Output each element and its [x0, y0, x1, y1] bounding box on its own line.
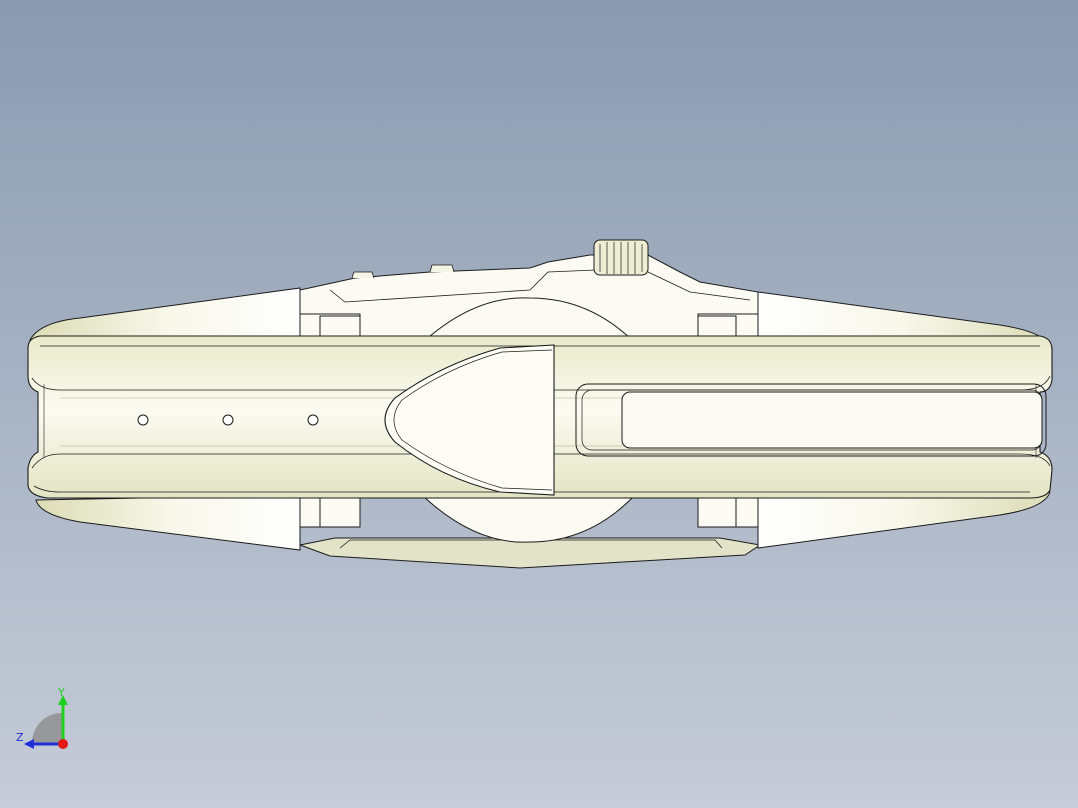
buckle-keeper: [384, 344, 555, 496]
strap-hole-1: [137, 414, 149, 426]
triad-plane-quadrant: [31, 712, 63, 744]
buckle-keeper-inner: [393, 349, 553, 491]
case-pusher-1: [351, 271, 375, 279]
strap-loop-upper: [29, 287, 301, 344]
x-axis-dot: [58, 739, 68, 749]
z-axis-label: Z: [16, 731, 24, 744]
case-pusher-2: [429, 264, 455, 273]
z-axis-arrow: [24, 739, 34, 749]
orientation-triad[interactable]: Y Z: [10, 685, 80, 755]
strap-hole-3: [307, 414, 319, 426]
strap-loop-lower: [35, 494, 301, 551]
strap-loop-lower-right: [757, 491, 1051, 549]
strap-hole-2: [222, 414, 234, 426]
case-upper-bevel: [329, 269, 751, 303]
buckle-slot-outer: [575, 383, 1047, 457]
case-lower-band: [298, 537, 762, 569]
case-back-top: [421, 297, 636, 344]
triad-graphic: [24, 695, 68, 749]
y-axis-label: Y: [58, 686, 65, 699]
y-axis-arrow: [58, 695, 68, 705]
case-back-bottom: [421, 494, 636, 543]
buckle-slot-inner: [621, 391, 1043, 449]
crown: [593, 239, 649, 276]
strap-holes: [137, 414, 319, 426]
